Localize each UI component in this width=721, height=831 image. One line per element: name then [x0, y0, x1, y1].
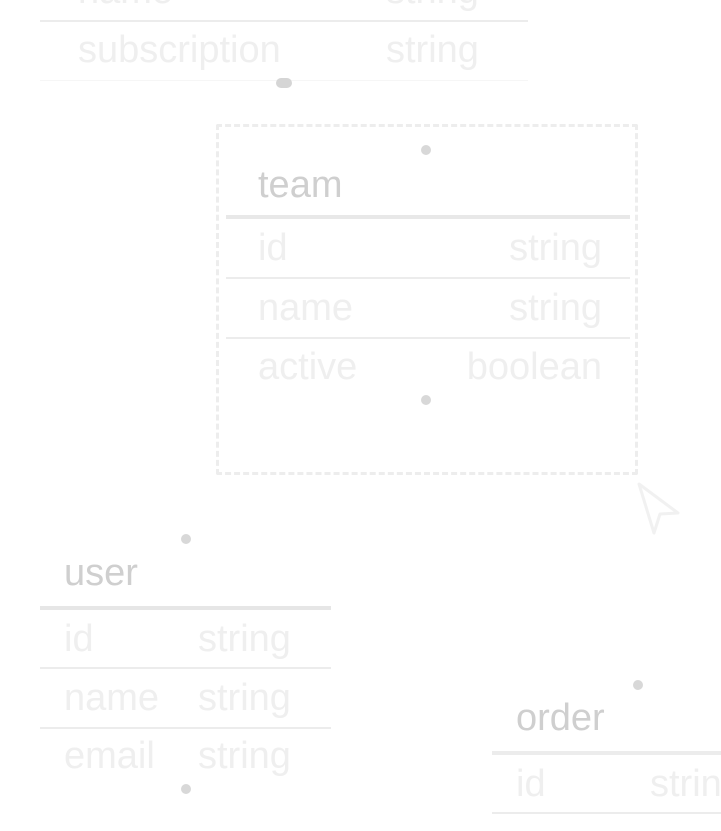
- field-name: id: [64, 618, 94, 660]
- table-row: name string: [40, 0, 528, 20]
- table-team[interactable]: team id string name string active boolea…: [226, 144, 630, 394]
- field-name: email: [64, 735, 155, 777]
- field-type: string: [198, 735, 291, 777]
- table-row: subscription string: [40, 21, 528, 79]
- field-name: active: [258, 346, 358, 388]
- pointer-arrow-icon: [637, 482, 680, 535]
- field-name: id: [258, 227, 288, 269]
- row-divider: [226, 337, 630, 339]
- table-title: team: [258, 164, 343, 206]
- table-top-partial[interactable]: name string subscription string: [40, 0, 528, 92]
- field-name: name: [64, 677, 160, 719]
- field-type: string: [386, 29, 479, 71]
- field-type: boolean: [466, 346, 602, 388]
- row-divider: [226, 277, 630, 279]
- table-title: order: [516, 697, 605, 739]
- connection-handle[interactable]: [181, 534, 191, 544]
- table-row: email string: [40, 727, 331, 785]
- field-type: string: [198, 618, 291, 660]
- field-name: name: [258, 287, 354, 329]
- row-divider: [40, 20, 528, 22]
- field-name: name: [78, 0, 173, 10]
- connection-handle[interactable]: [633, 680, 643, 690]
- field-type: string: [509, 227, 602, 269]
- table-title: user: [64, 552, 138, 594]
- field-type: string: [509, 287, 602, 329]
- connection-handle[interactable]: [276, 78, 292, 88]
- table-row: name string: [226, 279, 630, 337]
- connection-handle[interactable]: [421, 145, 431, 155]
- table-row: name string: [40, 669, 331, 727]
- header-divider: [226, 215, 630, 219]
- field-type: string: [650, 763, 721, 805]
- connection-handle[interactable]: [421, 395, 431, 405]
- connection-handle[interactable]: [181, 784, 191, 794]
- field-name: subscription: [78, 29, 281, 71]
- table-user[interactable]: user id string name string email string: [40, 534, 331, 804]
- table-row: id string: [492, 755, 721, 813]
- table-order[interactable]: order id string: [492, 679, 721, 831]
- table-row: active boolean: [226, 338, 630, 396]
- field-type: string: [198, 677, 291, 719]
- field-type: string: [386, 0, 479, 10]
- field-name: id: [516, 763, 546, 805]
- header-divider: [40, 606, 331, 610]
- row-divider: [40, 727, 331, 729]
- row-divider: [40, 667, 331, 669]
- row-divider: [492, 812, 721, 814]
- selection-box: [216, 124, 638, 475]
- table-row: id string: [226, 219, 630, 277]
- header-divider: [492, 751, 721, 755]
- table-row: id string: [40, 610, 331, 668]
